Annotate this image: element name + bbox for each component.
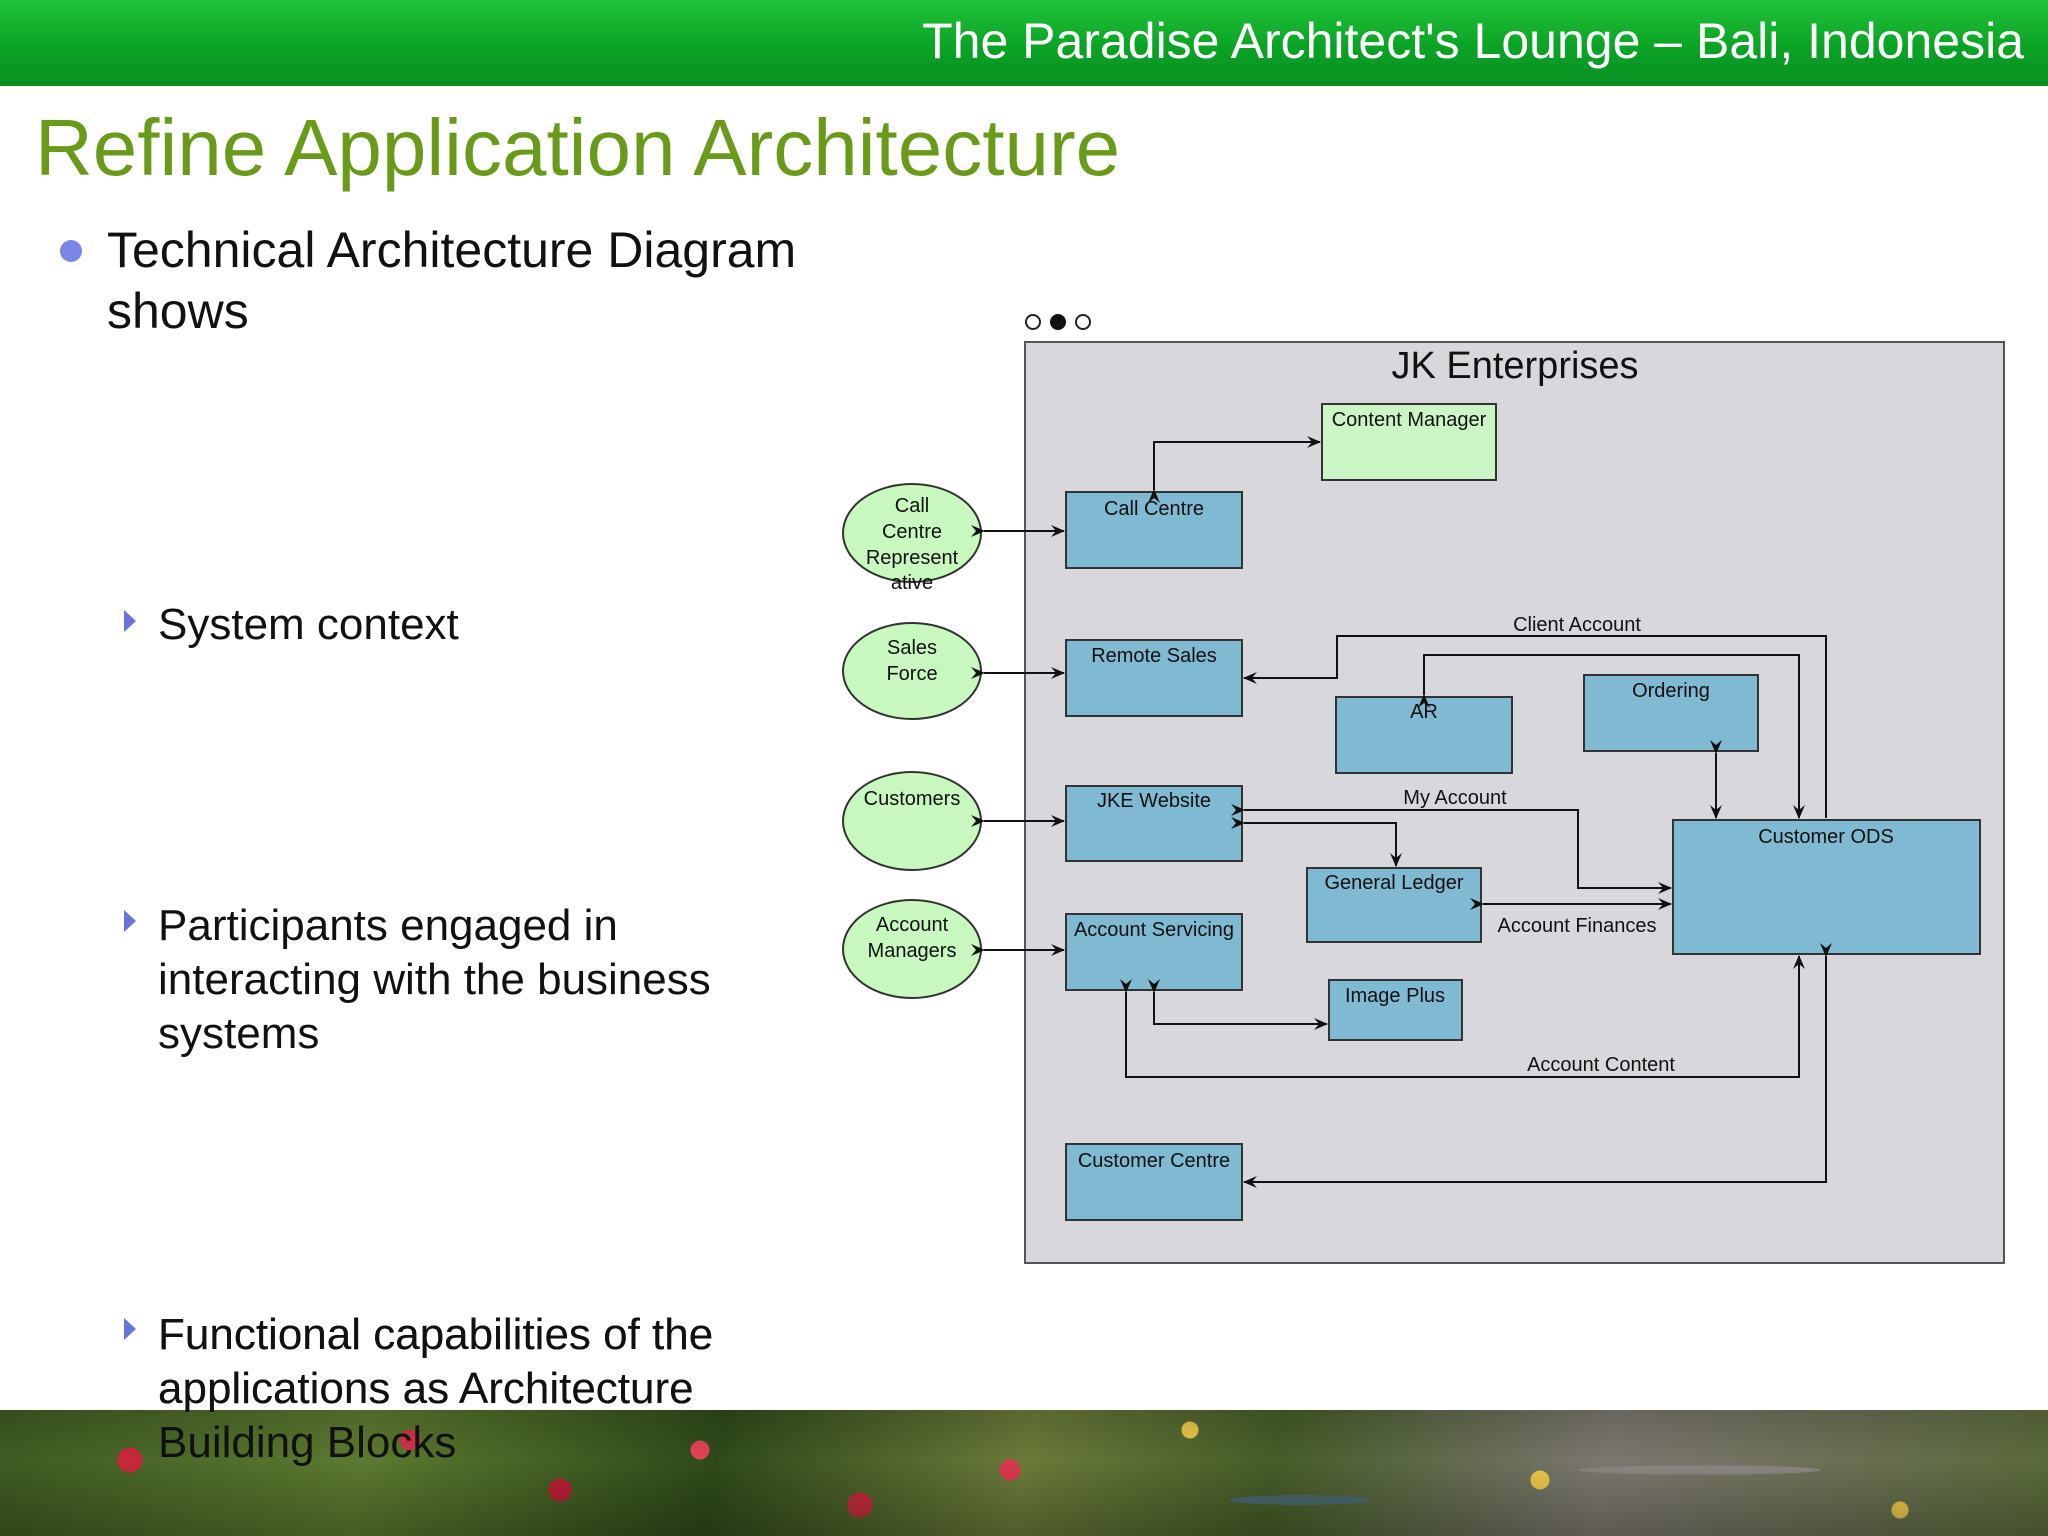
- actor-label-line: Customers: [864, 788, 961, 810]
- flow-label-my-account: My Account: [1403, 787, 1507, 809]
- system-general-ledger: General Ledger: [1306, 867, 1482, 943]
- header-bar: [0, 0, 2048, 86]
- connector-ar-ods: [1418, 654, 1805, 819]
- view-dot-active-icon: [1050, 314, 1066, 330]
- system-label: JKE Website: [1097, 790, 1211, 812]
- actor-label-line: Managers: [868, 940, 957, 962]
- enterprise-title: JK Enterprises: [1391, 345, 1638, 387]
- system-jke-website: JKE Website: [1065, 785, 1243, 862]
- connector-client-account: [1243, 635, 1827, 818]
- system-ar: AR: [1335, 696, 1513, 774]
- sub-bullet-arrow-icon: [124, 1318, 136, 1340]
- diagram-view-dots: [1025, 314, 1091, 330]
- system-label: Account Servicing: [1074, 919, 1234, 941]
- system-label: AR: [1410, 701, 1438, 723]
- system-customer-ods: Customer ODS: [1672, 819, 1981, 955]
- actor-label-line: Force: [886, 663, 937, 685]
- system-label: Customer Centre: [1078, 1150, 1230, 1172]
- actor-label-line: ative: [891, 572, 933, 594]
- bullet-main: Technical Architecture Diagram shows: [107, 222, 797, 339]
- system-call-centre: Call Centre: [1065, 491, 1243, 569]
- connector-content-manager: [1148, 436, 1321, 503]
- system-label: Ordering: [1632, 680, 1710, 702]
- footer-photo-shade: [0, 1410, 2048, 1536]
- system-customer-centre: Customer Centre: [1065, 1143, 1243, 1221]
- sub-bullet-arrow-icon: [124, 610, 136, 632]
- actor-customers: Customers: [842, 771, 982, 871]
- system-content-manager: Content Manager: [1321, 403, 1497, 481]
- system-label: Call Centre: [1104, 498, 1204, 520]
- actor-label-line: Call: [895, 495, 929, 517]
- system-account-servicing: Account Servicing: [1065, 913, 1243, 991]
- system-image-plus: Image Plus: [1328, 979, 1463, 1041]
- connectors: [971, 436, 1832, 1188]
- flow-label-account-content: Account Content: [1527, 1054, 1675, 1076]
- connector-website-ledger: [1231, 817, 1402, 867]
- connector-customer-centre: [1243, 943, 1832, 1188]
- sub-bullet-system-context: System context: [158, 600, 459, 649]
- connector-my-account: [1231, 804, 1672, 894]
- actor-sales-force: Sales Force: [842, 622, 982, 720]
- system-ordering: Ordering: [1583, 674, 1759, 752]
- system-remote-sales: Remote Sales: [1065, 639, 1243, 717]
- sub-bullet-functional-capabilities-overlay: Functional capabilities of the applicati…: [158, 1310, 714, 1467]
- bullet-dot-icon: [60, 240, 82, 262]
- actor-label-line: Represent: [866, 547, 959, 569]
- footer-garden-photo: [0, 1410, 2048, 1536]
- actor-label-line: Account: [876, 914, 949, 936]
- view-dot-icon: [1025, 314, 1041, 330]
- view-dot-icon: [1075, 314, 1091, 330]
- sub-bullet-arrow-icon: [124, 910, 136, 932]
- actor-label-line: Sales: [887, 637, 937, 659]
- flow-label-client-account: Client Account: [1513, 614, 1641, 636]
- system-label: Customer ODS: [1758, 826, 1894, 848]
- slide-title: Refine Application Architecture: [35, 103, 1121, 192]
- actor-label-line: Centre: [882, 521, 942, 543]
- flow-label-account-finances: Account Finances: [1498, 915, 1657, 937]
- system-label: Image Plus: [1345, 985, 1445, 1007]
- system-label: General Ledger: [1325, 872, 1464, 894]
- system-label: Remote Sales: [1091, 645, 1217, 667]
- system-label: Content Manager: [1332, 409, 1487, 431]
- actor-account-managers: Account Managers: [842, 899, 982, 999]
- actor-call-centre-representative: Call Centre Represent ative: [842, 483, 982, 594]
- header-title: The Paradise Architect's Lounge – Bali, …: [922, 13, 2024, 69]
- sub-bullet-participants: Participants engaged in interacting with…: [158, 901, 711, 1058]
